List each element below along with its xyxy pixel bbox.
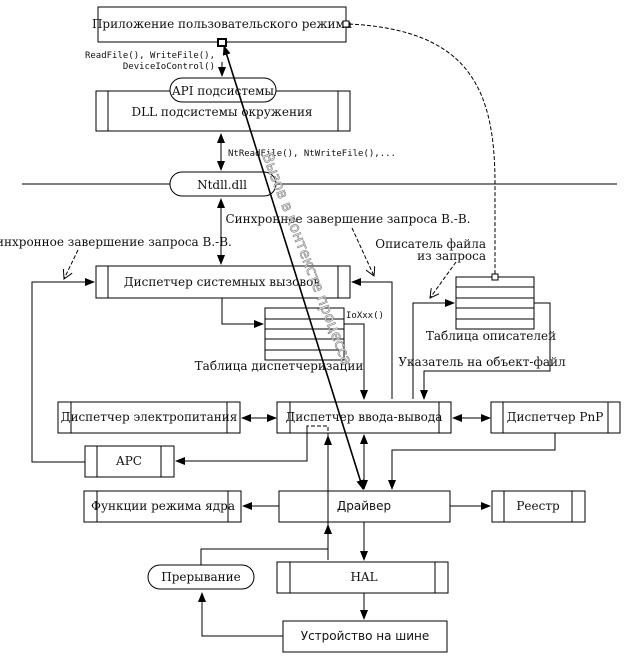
io-to-syscall-return-arrow <box>351 278 393 399</box>
app-handle-link <box>348 23 496 274</box>
power-manager-node[interactable]: Диспетчер электропитания <box>57 401 241 434</box>
bus-device-label: Устройство на шине <box>301 629 430 643</box>
process-context-call-line <box>222 45 365 490</box>
user-app-call-port-icon <box>217 38 227 47</box>
file-handle-label-2: из запроса <box>417 249 486 263</box>
api-subsystem-label: API подсистемы <box>171 84 274 98</box>
handle-table-port-icon <box>491 273 499 281</box>
file-object-pointer-arrow <box>420 302 551 400</box>
api-subsystem-node[interactable]: API подсистемы <box>169 77 277 103</box>
pnp-manager-label: Диспетчер PnP <box>507 410 604 424</box>
interrupt-to-driver-arrow <box>200 524 332 565</box>
registry-label: Реестр <box>516 499 560 513</box>
interrupt-label: Прерывание <box>161 570 241 584</box>
apc-to-syscall-arrow <box>31 278 95 463</box>
kernel-functions-node[interactable]: Функции режима ядра <box>83 490 242 523</box>
apc-label: APC <box>115 454 142 468</box>
interrupt-node[interactable]: Прерывание <box>147 564 255 590</box>
async-completion-pointer <box>64 249 79 279</box>
nt-calls-label: NtReadFile(), NtWriteFile(),... <box>228 149 396 159</box>
hal-label: HAL <box>350 570 377 584</box>
device-to-interrupt-arrow <box>198 592 283 637</box>
pnp-driver-arrow <box>388 433 556 490</box>
async-completion-label: Асинхронное завершение запроса В.-В. <box>0 235 232 249</box>
file-handle-pointer <box>430 261 457 298</box>
file-object-ptr-label: Указатель на объект-файл <box>398 355 566 369</box>
subsystem-dll-label: DLL подсистемы окружения <box>131 105 312 119</box>
hal-node[interactable]: HAL <box>276 561 449 594</box>
kernel-functions-label: Функции режима ядра <box>91 499 235 513</box>
syscall-to-table-arrow <box>221 298 264 328</box>
bus-device-node[interactable]: Устройство на шине <box>282 620 448 653</box>
power-manager-label: Диспетчер электропитания <box>61 410 238 424</box>
driver-label: Драйвер <box>337 499 391 513</box>
ntdll-label: Ntdll.dll <box>197 178 247 192</box>
registry-node[interactable]: Реестр <box>491 490 586 523</box>
user-app-node[interactable]: Приложение пользовательского режима <box>92 6 352 43</box>
user-app-label: Приложение пользовательского режима <box>92 17 352 31</box>
sync-completion-pointer <box>351 227 374 276</box>
driver-node[interactable]: Драйвер <box>278 490 451 523</box>
win32-calls-label-1: ReadFile(), WriteFile(), <box>85 51 215 61</box>
syscall-dispatcher-label: Диспетчер системных вызовов <box>124 275 320 289</box>
handle-table-label: Таблица описателей <box>426 329 556 343</box>
sync-completion-label: Синхронное завершение запроса В.-В. <box>225 212 470 226</box>
apc-node[interactable]: APC <box>84 445 175 478</box>
win32-calls-label-2: DeviceIoControl() <box>123 62 215 72</box>
io-manager-node[interactable]: Диспетчер ввода-вывода <box>276 401 452 434</box>
file-handle-label-1: Описатель файла <box>375 237 486 251</box>
handle-table <box>455 276 535 330</box>
ioxxx-label: IoXxx() <box>346 311 384 321</box>
ntdll-node[interactable]: Ntdll.dll <box>169 171 277 197</box>
io-to-handle-table-arrow <box>412 299 455 399</box>
pnp-manager-node[interactable]: Диспетчер PnP <box>490 401 621 434</box>
user-app-port-icon <box>342 20 350 28</box>
io-manager-label: Диспетчер ввода-вывода <box>286 410 443 424</box>
